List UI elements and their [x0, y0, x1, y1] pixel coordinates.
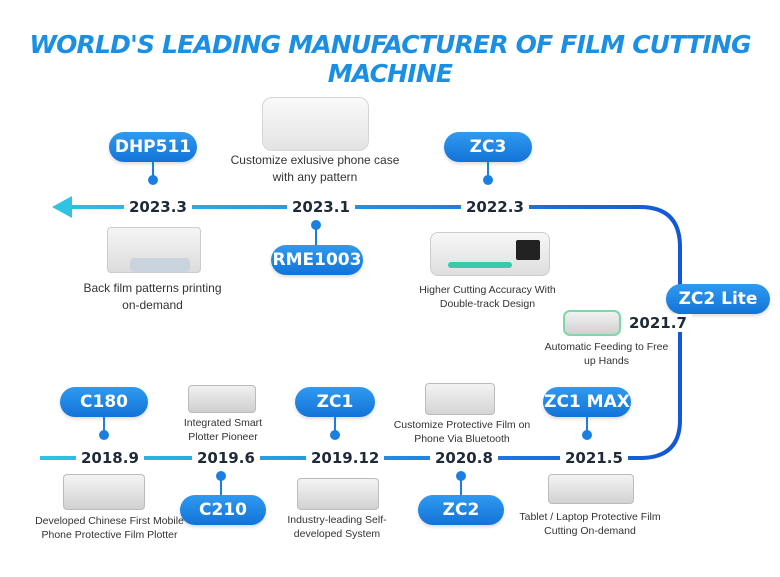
year-2023-3: 2023.3	[124, 198, 192, 216]
connector	[487, 162, 489, 176]
zc1-max-plotter-image	[548, 474, 634, 504]
caption-zc1-max: Tablet / Laptop Protective Film Cutting …	[519, 511, 661, 537]
model-pill-zc1: ZC1	[295, 387, 375, 417]
caption-phone-case: Customize exlusive phone case with any p…	[230, 153, 400, 184]
connector-dot	[99, 430, 109, 440]
connector-dot	[483, 175, 493, 185]
model-pill-zc3: ZC3	[444, 132, 532, 162]
connector-dot	[330, 430, 340, 440]
model-pill-zc1-max: ZC1 MAX	[543, 387, 631, 417]
connector	[460, 479, 462, 495]
year-2021-5: 2021.5	[560, 449, 628, 467]
connector	[103, 417, 105, 431]
connector-dot	[216, 471, 226, 481]
top-timeline-line	[40, 205, 682, 460]
caption-c180: Developed Chinese First Mobile Phone Pro…	[35, 515, 184, 541]
connector	[152, 162, 154, 176]
connector	[334, 417, 336, 431]
model-pill-c210: C210	[180, 495, 266, 525]
model-pill-zc2: ZC2	[418, 495, 504, 525]
model-pill-dhp511: DHP511	[109, 132, 197, 162]
zc2-lite-machine-image	[563, 310, 621, 336]
caption-zc3: Higher Cutting Accuracy With Double-trac…	[419, 284, 556, 310]
year-2019-12: 2019.12	[306, 449, 385, 467]
connector-dot	[311, 220, 321, 230]
model-pill-c180: C180	[60, 387, 148, 417]
connector-dot	[456, 471, 466, 481]
year-2022-3: 2022.3	[461, 198, 529, 216]
bluetooth-plotter-image	[425, 383, 495, 415]
caption-bluetooth: Customize Protective Film on Phone Via B…	[393, 419, 531, 445]
page-title: WORLD'S LEADING MANUFACTURER OF FILM CUT…	[29, 30, 751, 88]
phone-case-printer-image	[262, 97, 369, 151]
smart-plotter-image	[188, 385, 256, 413]
caption-zc2-lite: Automatic Feeding to Free up Hands	[544, 341, 669, 367]
connector	[220, 479, 222, 495]
arrow-head-icon	[52, 196, 72, 218]
caption-zc1: Industry-leading Self- developed System	[287, 514, 387, 540]
model-pill-zc2-lite: ZC2 Lite	[666, 284, 770, 314]
caption-back-film: Back film patterns printing on-demand	[83, 281, 222, 312]
year-2019-6: 2019.6	[192, 449, 260, 467]
year-2021-7: 2021.7	[624, 314, 692, 332]
caption-integrated: Integrated Smart Plotter Pioneer	[183, 417, 263, 443]
year-2018-9: 2018.9	[76, 449, 144, 467]
zc3-screen	[516, 240, 540, 260]
year-2023-1: 2023.1	[287, 198, 355, 216]
connector	[586, 417, 588, 431]
zc3-slot	[448, 262, 512, 268]
printer-tray	[130, 258, 190, 272]
connector-dot	[148, 175, 158, 185]
model-pill-rme1003: RME1003	[271, 245, 363, 275]
connector	[315, 228, 317, 246]
year-2020-8: 2020.8	[430, 449, 498, 467]
connector-dot	[582, 430, 592, 440]
c180-plotter-image	[63, 474, 145, 510]
zc1-plotter-image	[297, 478, 379, 510]
